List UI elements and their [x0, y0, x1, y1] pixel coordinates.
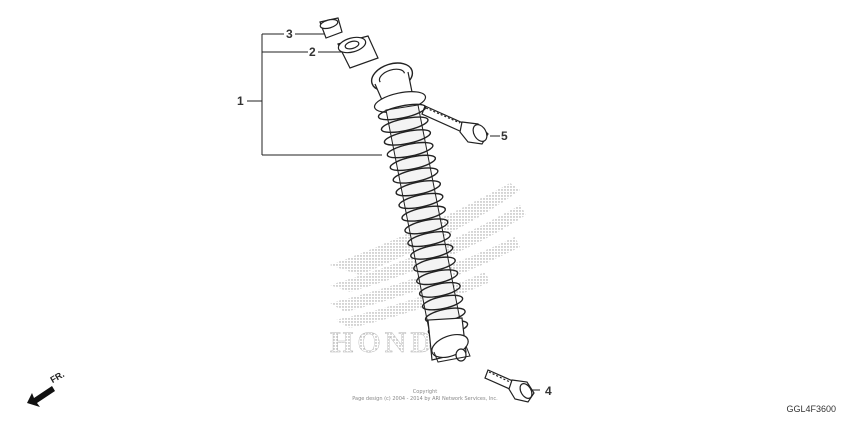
spring-coil: [407, 230, 451, 248]
copyright-notice: Copyright Page design (c) 2004 - 2014 by…: [330, 389, 520, 403]
spring-coil: [395, 180, 442, 197]
callout-1[interactable]: 1: [237, 94, 244, 108]
spring-coil: [386, 141, 434, 159]
spring-coil: [383, 129, 432, 146]
lower-bolt: [484, 369, 535, 403]
spring-coil: [380, 116, 429, 134]
callout-4[interactable]: 4: [545, 384, 552, 398]
diagram-code: GGL4F3600: [786, 404, 836, 414]
spring-coil: [392, 167, 439, 184]
callout-2[interactable]: 2: [309, 45, 316, 59]
spring-coil: [398, 192, 444, 210]
spring-coil: [410, 243, 454, 260]
spring-coil: [413, 256, 456, 273]
shock-absorber: [370, 62, 471, 363]
spring-coil: [415, 269, 459, 286]
spring-coil: [377, 103, 427, 121]
callout-3[interactable]: 3: [286, 27, 293, 41]
spring-coil: [389, 154, 437, 172]
spring-coil: [404, 218, 449, 235]
upper-bolt: [421, 105, 489, 145]
spring-coil: [418, 281, 461, 298]
copyright-line-1: Copyright: [412, 389, 438, 395]
collar-part: [319, 17, 343, 39]
spring-coil: [401, 205, 447, 222]
front-arrow-icon: [27, 386, 55, 407]
bushing-part: [337, 35, 379, 69]
callout-5[interactable]: 5: [501, 129, 508, 143]
copyright-line-2: Page design (c) 2004 - 2014 by ARI Netwo…: [352, 396, 498, 402]
spring-coil: [421, 294, 464, 311]
